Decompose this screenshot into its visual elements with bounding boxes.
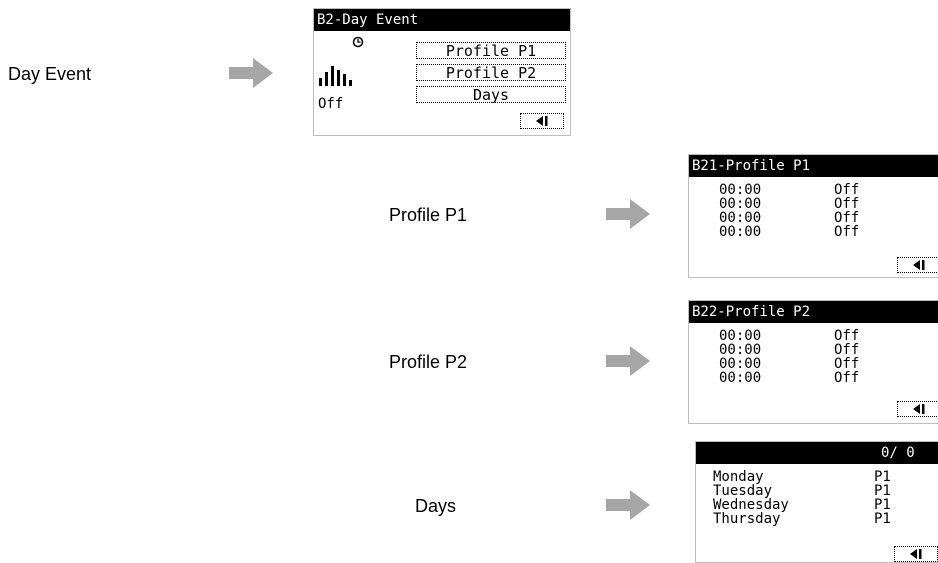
label-profile-p1: Profile P1 [389, 205, 468, 225]
back-arrow-icon [910, 549, 922, 559]
profile-row-state: Off [834, 370, 860, 386]
label-profile-p2: Profile P2 [389, 352, 468, 372]
day-name: Monday [713, 469, 764, 485]
day-profile: P1 [874, 483, 891, 499]
profile-row-time: 00:00 [719, 182, 762, 198]
profile-row-state: Off [834, 224, 860, 240]
right-arrow-icon [606, 199, 650, 229]
screen-title-text: B23-Days [732, 467, 801, 483]
profile-row-time: 00:00 [719, 196, 762, 212]
day-name: Wednesday [713, 497, 789, 513]
day-name: Tuesday [713, 483, 773, 499]
profile-row-state: Off [834, 196, 860, 212]
label-day-event: Day Event [8, 64, 92, 84]
screen-b2-day-event: B2-Day Event Off Profile P1 Profile P2 D… [313, 8, 571, 136]
profile-row-time: 00:00 [719, 370, 762, 386]
screen-b23-days: B23-Days 0/ 0 Monday P1 Tuesday P1 Wedne… [695, 441, 938, 563]
status-value: Off [318, 96, 344, 112]
menu-item-profile-p1[interactable]: Profile P1 [416, 42, 566, 59]
bar-levels-icon [319, 66, 352, 86]
profile-row-time: 00:00 [719, 356, 762, 372]
profile-row-time: 00:00 [719, 210, 762, 226]
profile-row-state: Off [834, 328, 860, 344]
day-profile: P1 [874, 511, 891, 527]
profile-row-time: 00:00 [719, 224, 762, 240]
menu-item-days[interactable]: Days [416, 86, 566, 103]
right-arrow-icon [229, 58, 273, 88]
menu-item-profile-p2[interactable]: Profile P2 [416, 64, 566, 81]
day-name: Thursday [713, 511, 781, 527]
screen-title: B21-Profile P1 [689, 155, 938, 177]
profile-row-state: Off [834, 342, 860, 358]
label-days: Days [415, 496, 457, 516]
back-button[interactable] [520, 113, 564, 129]
screen-title: B2-Day Event [314, 9, 570, 31]
right-arrow-icon [606, 490, 650, 520]
back-arrow-icon [913, 260, 925, 270]
profile-row-time: 00:00 [719, 342, 762, 358]
screen-b21-profile-p1: B21-Profile P1 00:00 Off 00:00 Off 00:00… [688, 154, 938, 278]
profile-row-state: Off [834, 182, 860, 198]
back-arrow-icon [913, 404, 925, 414]
back-button[interactable] [897, 401, 938, 417]
right-arrow-icon [606, 346, 650, 376]
clock-icon [352, 36, 364, 48]
screen-b22-profile-p2: B22-Profile P2 00:00 Off 00:00 Off 00:00… [688, 300, 938, 424]
back-button[interactable] [894, 546, 938, 562]
back-arrow-icon [536, 116, 548, 126]
page-counter: 0/ 0 [881, 445, 915, 461]
screen-title: B22-Profile P2 [689, 301, 938, 323]
day-profile: P1 [874, 469, 891, 485]
day-profile: P1 [874, 497, 891, 513]
screen-title: B23-Days 0/ 0 [696, 442, 938, 483]
profile-row-time: 00:00 [719, 328, 762, 344]
profile-row-state: Off [834, 356, 860, 372]
back-button[interactable] [897, 257, 938, 273]
profile-row-state: Off [834, 210, 860, 226]
